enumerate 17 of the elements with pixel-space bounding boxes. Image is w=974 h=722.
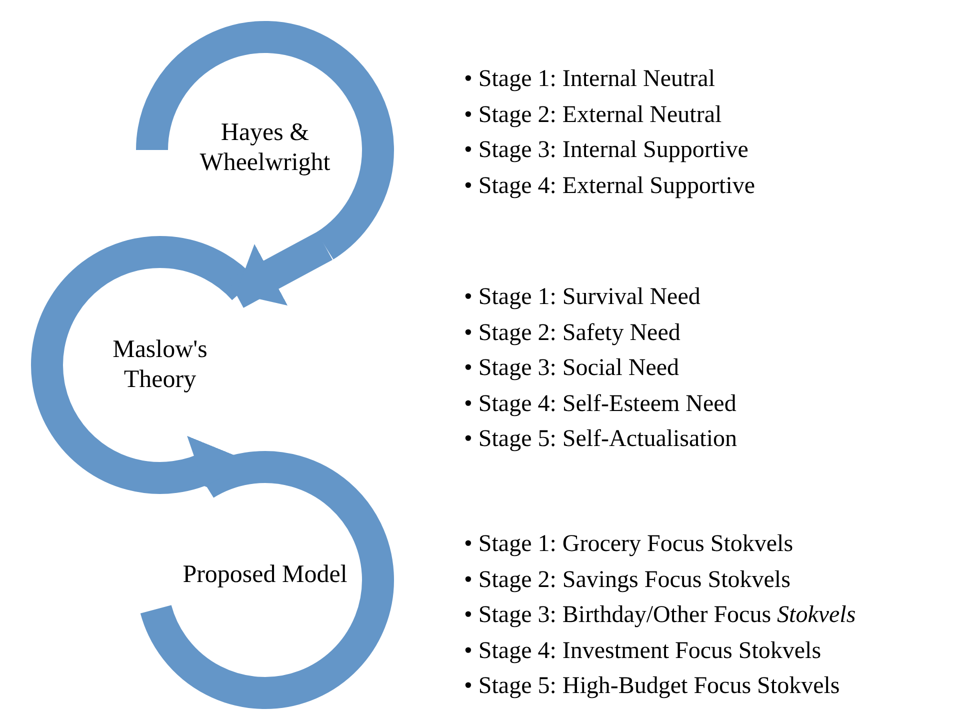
bullet-item: • Stage 5: High-Budget Focus Stokvels xyxy=(464,672,841,701)
ring-label: Proposed Model xyxy=(182,560,348,590)
bullet-item: • Stage 2: Savings Focus Stokvels xyxy=(464,566,792,594)
bullet-item: • Stage 5: Self-Actualisation xyxy=(464,425,738,454)
bullet-item: • Stage 2: External Neutral xyxy=(464,100,723,130)
bullet-item: • Stage 4: External Supportive xyxy=(464,172,756,200)
bullet-item: • Stage 3: Internal Supportive xyxy=(464,136,750,165)
bullet-item: • Stage 1: Grocery Focus Stokvels xyxy=(464,530,794,559)
bullet-item: • Stage 1: Internal Neutral xyxy=(464,65,716,94)
bullet-item: • Stage 3: Social Need xyxy=(464,354,680,383)
bullet-item: • Stage 3: Birthday/Other Focus Stokvels xyxy=(464,601,856,630)
ring-label: Hayes & Wheelwright xyxy=(198,118,332,178)
bullet-item: • Stage 4: Investment Focus Stokvels xyxy=(464,636,822,666)
bullet-item: • Stage 1: Survival Need xyxy=(464,283,702,312)
bullet-item: • Stage 2: Safety Need xyxy=(464,318,682,348)
ring-label: Maslow's Theory xyxy=(112,335,208,395)
bullet-item: • Stage 4: Self-Esteem Need xyxy=(464,390,738,418)
